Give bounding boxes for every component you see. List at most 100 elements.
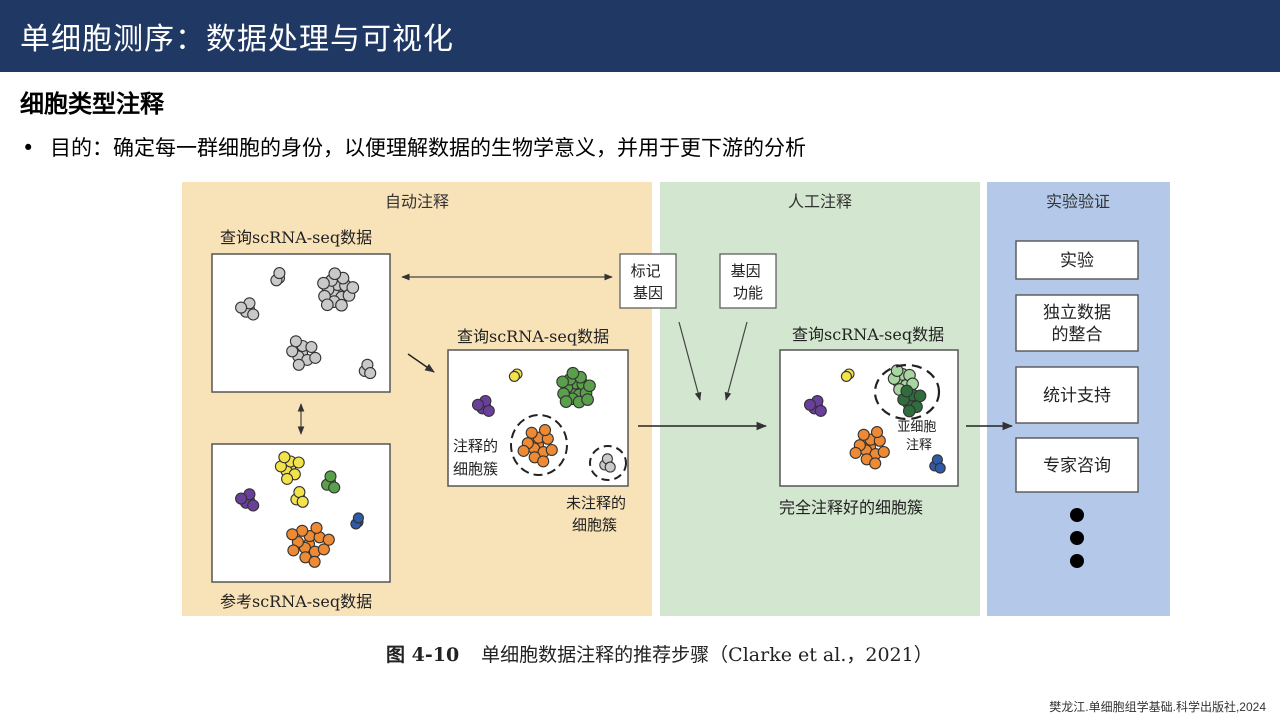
cell-dot xyxy=(335,298,348,312)
cell-dot xyxy=(913,389,927,403)
validation-step-box xyxy=(1015,366,1139,424)
query-data-label-right: 查询scRNA-seq数据 xyxy=(792,325,944,344)
validation-step-box xyxy=(1015,294,1139,352)
validation-step-label: 独立数据的整合 xyxy=(1043,303,1111,345)
cell-dot xyxy=(870,426,884,439)
validation-title: 实验验证 xyxy=(1046,192,1110,211)
cell-dot xyxy=(309,351,322,364)
cell-dot xyxy=(296,495,309,508)
mid-cell-clusters xyxy=(471,366,616,473)
cell-dot xyxy=(287,544,300,557)
slide-title: 单细胞测序：数据处理与可视化 xyxy=(20,22,454,57)
cell-dot xyxy=(877,445,890,459)
cell-dot xyxy=(934,462,946,474)
marker-down-arrow xyxy=(678,321,702,401)
query-data-label-top: 查询scRNA-seq数据 xyxy=(220,228,372,247)
cell-dot xyxy=(814,404,827,417)
cell-dot xyxy=(537,455,550,468)
to-mid-arrow xyxy=(407,353,435,373)
cell-dot xyxy=(292,456,305,469)
cell-dot xyxy=(235,301,248,314)
cell-dot xyxy=(305,340,318,354)
marker-genes-box xyxy=(619,253,677,309)
cell-dot xyxy=(869,457,882,470)
cell-dot xyxy=(289,335,302,348)
annotated-cluster-ring xyxy=(510,414,568,476)
cell-dot xyxy=(292,358,305,371)
marker-genes-label: 标记 基因 xyxy=(631,262,666,302)
cell-dot xyxy=(286,345,299,358)
cell-dot xyxy=(308,555,321,568)
title-bar: 单细胞测序：数据处理与可视化 xyxy=(0,0,1280,72)
cell-dot xyxy=(849,446,862,459)
cell-dot xyxy=(281,472,294,485)
cell-dot xyxy=(328,481,341,494)
bullet-marker: • xyxy=(22,136,35,160)
cell-dot xyxy=(525,426,538,439)
cell-dot xyxy=(320,298,334,312)
cell-dot xyxy=(322,533,335,546)
more-dot-3 xyxy=(1070,554,1084,568)
cell-dot xyxy=(902,404,916,418)
more-dot-1 xyxy=(1070,508,1084,522)
figure-number: 图 4-10 xyxy=(386,644,460,666)
cell-dot xyxy=(890,364,904,377)
validation-step-box xyxy=(1015,437,1139,493)
cell-dot xyxy=(328,267,342,281)
cell-dot xyxy=(581,393,594,406)
unannotated-cluster-label: 未注释的 细胞簇 xyxy=(566,494,631,534)
cell-dot xyxy=(352,512,364,524)
reference-data-label: 参考scRNA-seq数据 xyxy=(220,592,372,611)
cell-dot xyxy=(324,470,337,483)
validation-step-label: 统计支持 xyxy=(1043,386,1111,406)
query-data-label-mid: 查询scRNA-seq数据 xyxy=(457,327,609,346)
cell-dot xyxy=(583,379,596,393)
caption-text: 单细胞数据注释的推荐步骤（Clarke et al.，2021） xyxy=(481,644,933,666)
cell-dot xyxy=(364,367,377,380)
reference-cell-clusters xyxy=(235,451,364,568)
subcluster-ring xyxy=(873,363,941,421)
section-heading: 细胞类型注释 xyxy=(20,90,164,118)
cell-dot xyxy=(317,276,330,290)
cell-dot xyxy=(471,398,485,411)
annotation-workflow-figure: 自动注释 人工注释 实验验证 查询scRNA-seq数据 参考scRNA-seq… xyxy=(182,182,1170,616)
cell-dot xyxy=(857,428,870,441)
cell-dot xyxy=(482,404,495,417)
validation-step-box xyxy=(1015,240,1139,280)
cell-dot xyxy=(545,443,558,457)
function-down-arrow xyxy=(724,321,748,401)
cell-dot xyxy=(317,543,330,556)
cell-dot xyxy=(803,398,817,411)
bullet-point: • 目的：确定每一群细胞的身份，以便理解数据的生物学意义，并用于更下游的分析 xyxy=(22,132,806,162)
more-dot-2 xyxy=(1070,531,1084,545)
cell-dot xyxy=(604,461,616,473)
cell-dot xyxy=(235,492,248,505)
cell-dot xyxy=(278,451,291,464)
cell-dot xyxy=(296,524,309,537)
figure-caption: 图 4-10 单细胞数据注释的推荐步骤（Clarke et al.，2021） xyxy=(386,640,933,667)
cell-dot xyxy=(247,499,260,512)
gene-function-box xyxy=(719,253,777,309)
cell-dot xyxy=(508,370,520,382)
cell-dot xyxy=(346,281,360,294)
right-cell-clusters xyxy=(803,364,946,474)
query-cell-clusters xyxy=(235,267,377,380)
cell-dot xyxy=(559,395,573,408)
cell-dot xyxy=(286,528,299,541)
cell-dot xyxy=(840,370,852,382)
manual-annotation-title: 人工注释 xyxy=(788,192,852,211)
validation-step-label: 实验 xyxy=(1060,251,1094,271)
cell-dot xyxy=(247,308,260,321)
cell-dot xyxy=(310,521,323,534)
subcluster-label: 亚细胞 注释 xyxy=(897,420,940,453)
cell-dot xyxy=(556,375,569,389)
citation: 樊龙江.单细胞组学基础.科学出版社,2024 xyxy=(1049,700,1266,714)
fully-annotated-label: 完全注释好的细胞簇 xyxy=(779,498,923,517)
unannotated-cluster-ring xyxy=(589,445,627,481)
gene-function-label: 基因 功能 xyxy=(731,262,766,302)
cell-dot xyxy=(273,267,286,280)
annotated-cluster-label: 注释的 细胞簇 xyxy=(453,437,503,478)
cell-dot xyxy=(517,444,530,457)
bullet-text: 目的：确定每一群细胞的身份，以便理解数据的生物学意义，并用于更下游的分析 xyxy=(50,136,806,160)
